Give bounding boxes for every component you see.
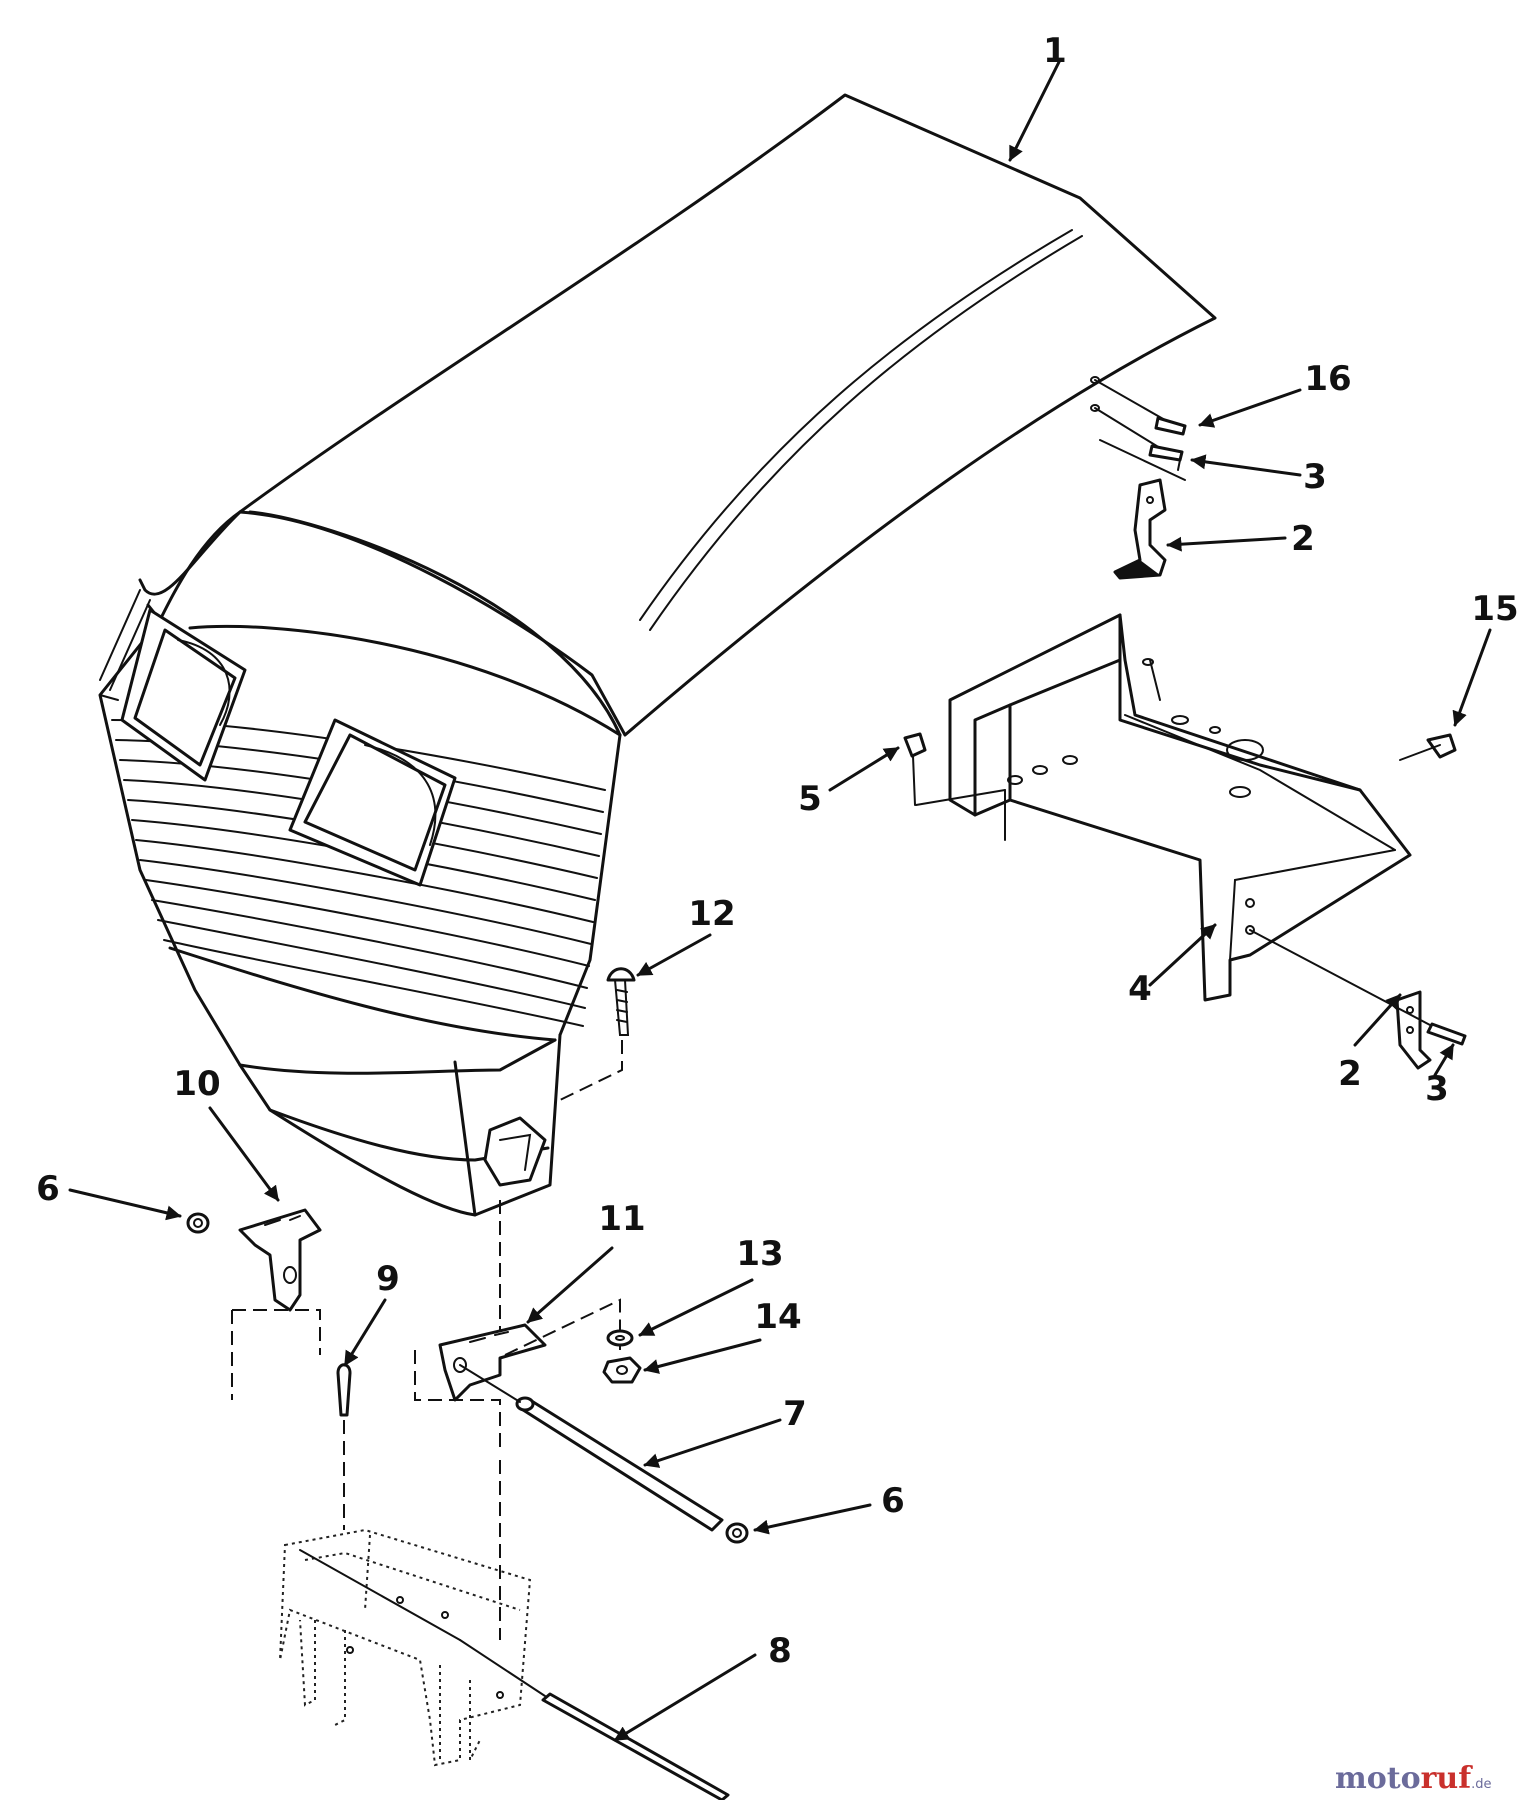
- rod-8: [459, 1639, 730, 1800]
- callout-6-right: 6: [881, 1481, 905, 1521]
- callout-5: 5: [798, 779, 822, 819]
- callout-15: 15: [1471, 589, 1518, 629]
- callout-4: 4: [1128, 969, 1152, 1009]
- watermark-suffix: .de: [1471, 1777, 1491, 1792]
- washer-6-left: [186, 1212, 210, 1234]
- bolt-12: [559, 967, 636, 1101]
- mounting-frame: [279, 1460, 532, 1767]
- pin-lower: [1249, 929, 1467, 1046]
- hood-hinge-upper: [1113, 478, 1167, 580]
- callout-2-lower: 2: [1338, 1054, 1362, 1094]
- washer-6-right: [725, 1522, 749, 1544]
- callout-8: 8: [768, 1631, 792, 1671]
- callout-1: 1: [1043, 31, 1067, 71]
- callout-14: 14: [754, 1297, 801, 1337]
- left-headlight: [120, 608, 247, 782]
- bracket-11: [414, 1298, 621, 1450]
- hood-latch-knob: [483, 1116, 547, 1187]
- washer-13: [606, 1329, 634, 1347]
- pins-upper: [1090, 376, 1187, 481]
- bracket-assembly: [948, 613, 1412, 1002]
- callout-3-upper: 3: [1303, 457, 1327, 497]
- callout-6-left: 6: [36, 1169, 60, 1209]
- callout-11: 11: [598, 1199, 645, 1239]
- callout-labels: 1 16 3 2 15 5 4 2 3 12 10 6 11 13 14 9 7…: [36, 31, 1519, 1671]
- right-headlight: [288, 718, 457, 887]
- hood: [98, 93, 1217, 1330]
- watermark-part2: ruf: [1421, 1761, 1474, 1796]
- watermark-part1: moto: [1335, 1761, 1421, 1796]
- callout-7: 7: [783, 1394, 807, 1434]
- callout-2-upper: 2: [1291, 519, 1315, 559]
- callout-16: 16: [1304, 359, 1351, 399]
- callout-12: 12: [688, 894, 735, 934]
- callout-9: 9: [376, 1259, 400, 1299]
- nut-14: [602, 1356, 642, 1384]
- hood-hinge-lower: [1395, 990, 1432, 1070]
- callout-13: 13: [736, 1234, 783, 1274]
- bolt-15: [1399, 733, 1457, 761]
- bracket-10: [231, 1208, 322, 1400]
- shaft-7: [459, 1364, 724, 1532]
- bolt-5: [903, 732, 1006, 841]
- svg-text:motoruf.de: motoruf.de: [1335, 1761, 1492, 1796]
- clip-9: [336, 1363, 352, 1530]
- callout-10: 10: [173, 1064, 220, 1104]
- leader-arrows: [68, 58, 1492, 1742]
- watermark-logo: motoruf.de: [1335, 1761, 1492, 1796]
- callout-3-lower: 3: [1425, 1069, 1449, 1109]
